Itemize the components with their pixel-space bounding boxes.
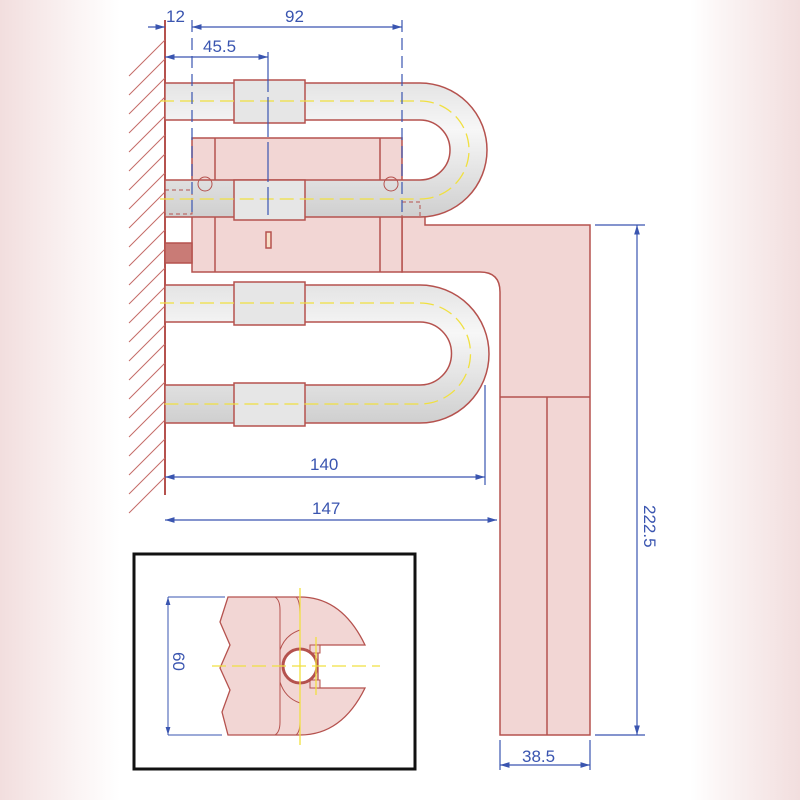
upper-u-tube bbox=[160, 79, 488, 221]
dim-overall-length: 147 bbox=[312, 499, 340, 518]
wall-hatch-line bbox=[128, 58, 166, 96]
wall-hatch-line bbox=[128, 229, 166, 267]
wall-hatch-line bbox=[128, 381, 166, 419]
wall-hatch-line bbox=[128, 286, 166, 324]
sleeve bbox=[233, 179, 306, 221]
wall-hatch-line bbox=[128, 248, 166, 286]
wall-hatch-line bbox=[128, 39, 166, 77]
wall bbox=[128, 20, 166, 514]
wall-hatch-line bbox=[128, 115, 166, 153]
wall-hatch-line bbox=[128, 362, 166, 400]
dim-bracket-width: 38.5 bbox=[522, 747, 555, 766]
dim-bracket-height: 222.5 bbox=[640, 505, 659, 548]
wall-hatch-line bbox=[128, 96, 166, 134]
wall-hatch-line bbox=[128, 419, 166, 457]
dim-tube-length: 92 bbox=[285, 7, 304, 26]
wall-hatch-line bbox=[128, 400, 166, 438]
dim-wall-offset: 12 bbox=[166, 7, 185, 26]
wall-hatch-line bbox=[128, 343, 166, 381]
dim-inset-height: 60 bbox=[169, 652, 188, 671]
wall-hatch-line bbox=[128, 153, 166, 191]
wall-hatch-line bbox=[128, 324, 166, 362]
bracket bbox=[401, 209, 591, 736]
wall-hatch-line bbox=[128, 438, 166, 476]
wall-hatch-line bbox=[128, 476, 166, 514]
lower-u-tube bbox=[160, 281, 490, 427]
wall-hatch-line bbox=[128, 172, 166, 210]
wall-hatch-line bbox=[128, 267, 166, 305]
wall-hatch-line bbox=[128, 305, 166, 343]
wall-hatch-line bbox=[128, 210, 166, 248]
wall-hatch-line bbox=[128, 191, 166, 229]
wall-hatch-line bbox=[128, 457, 166, 495]
wall-hatch-line bbox=[128, 77, 166, 115]
dim-lower-tube-length: 140 bbox=[310, 455, 338, 474]
inset-section-view: 60 bbox=[132, 552, 417, 771]
wall-hatch-line bbox=[128, 134, 166, 172]
dim-sleeve-center: 45.5 bbox=[203, 37, 236, 56]
